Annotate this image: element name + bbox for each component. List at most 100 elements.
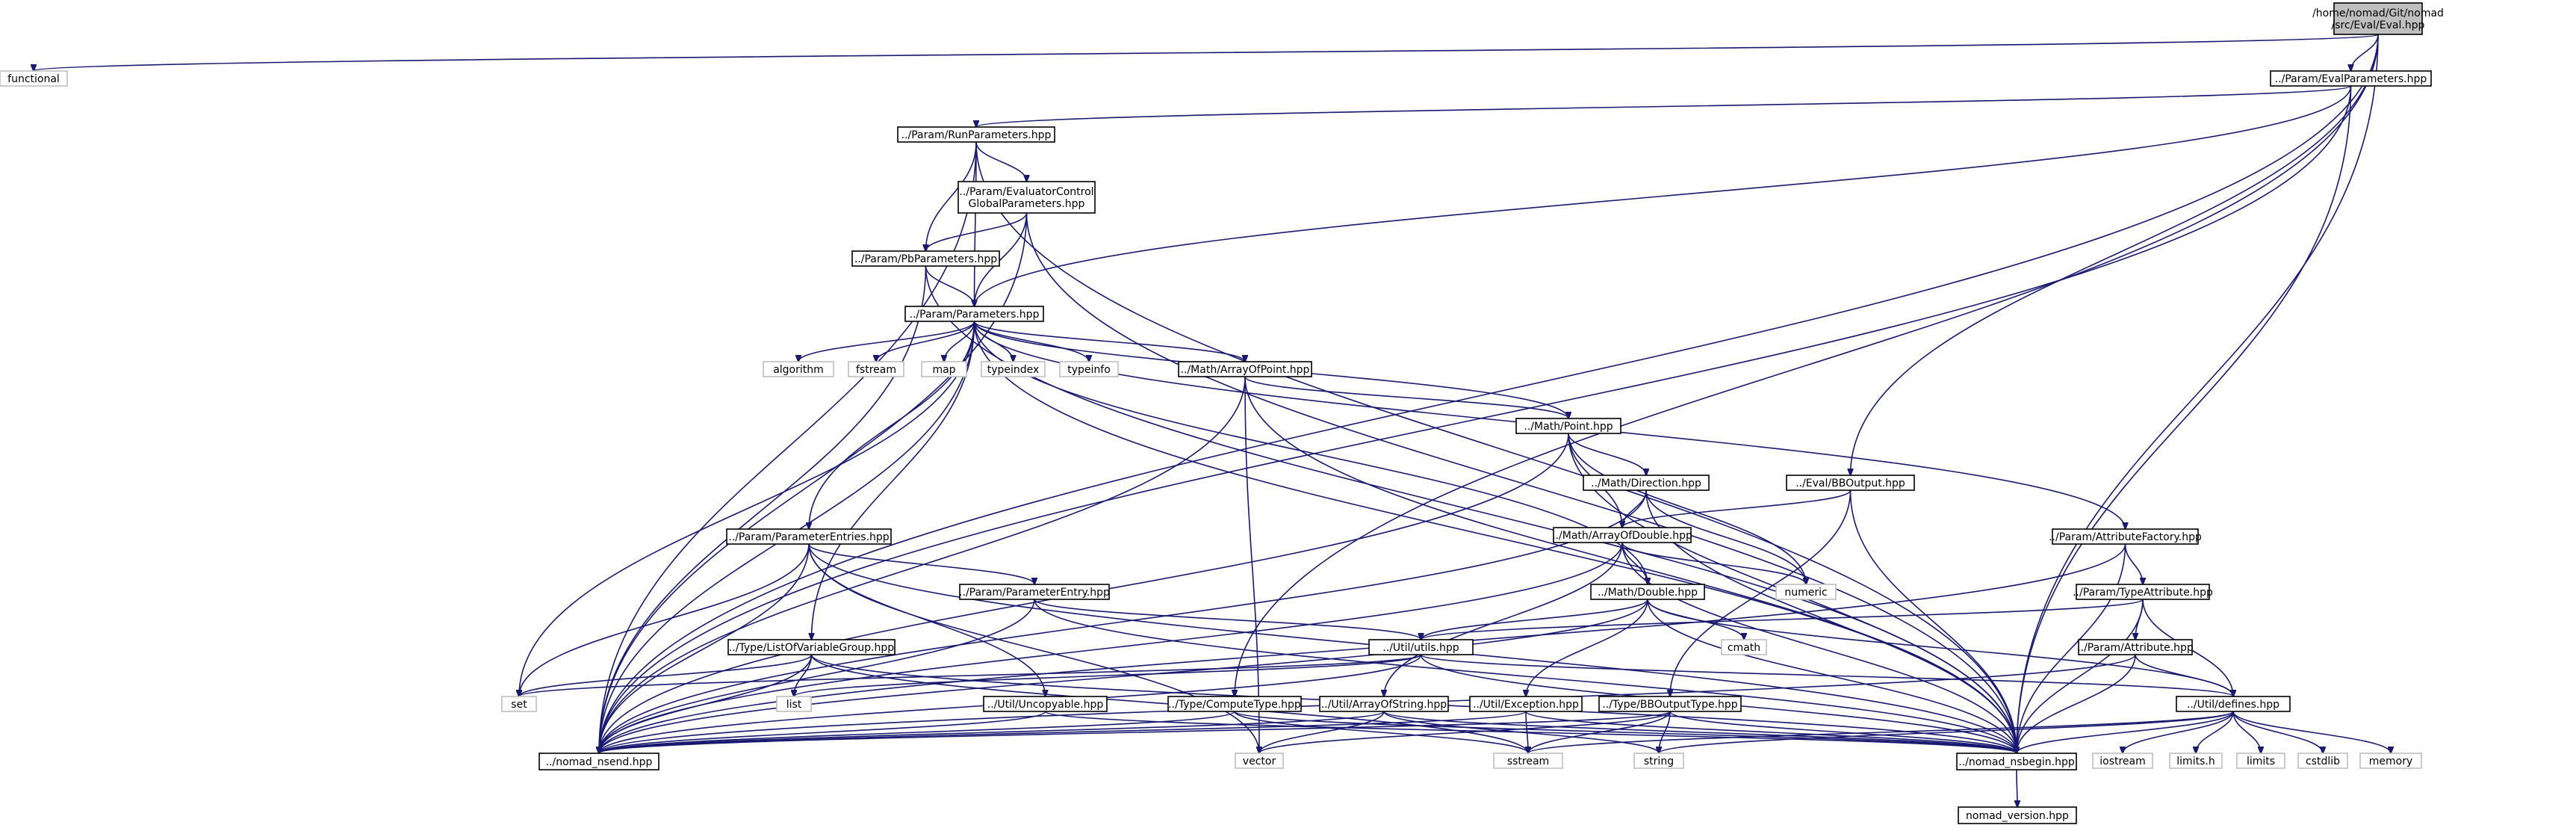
edge-arrayofpoint-to-nsend [599, 376, 1246, 753]
edge-bbouttype-to-nsend [599, 711, 1671, 753]
node-exception[interactable]: ../Util/Exception.hpp [1469, 696, 1583, 712]
node-numeric-box [1775, 584, 1837, 600]
node-arrayofpoint[interactable]: ../Math/ArrayOfPoint.hpp [1178, 361, 1312, 377]
edge-uncopyable-to-nsbegin [1044, 711, 2017, 753]
node-list: list [776, 696, 812, 712]
node-attribute[interactable]: ../Param/Attribute.hpp [2077, 639, 2194, 655]
edge-eval-to-computetype [1235, 34, 2379, 696]
edge-listofvar-to-nsend [599, 654, 813, 753]
node-utils[interactable]: ../Util/utils.hpp [1368, 639, 1474, 655]
edge-defines-to-memory [2232, 711, 2391, 753]
node-typeinfo-label-0: typeinfo [1067, 364, 1111, 376]
node-evalctrl[interactable]: ../Param/EvaluatorControlGlobalParameter… [958, 181, 1096, 214]
node-attribute-label-0: ../Param/Attribute.hpp [2077, 642, 2194, 654]
edge-runparams-to-nsbegin [975, 141, 2017, 753]
edge-utils-to-defines [1420, 654, 2234, 696]
node-eval[interactable]: /home/nomad/Git/nomad/src/Eval/Eval.hpp [2312, 2, 2444, 35]
node-evalparams-label-0: ../Param/EvalParameters.hpp [2275, 73, 2427, 85]
node-version[interactable]: nomad_version.hpp [1958, 806, 2077, 824]
edge-parameters-to-set [519, 321, 975, 696]
node-evalparams[interactable]: ../Param/EvalParameters.hpp [2270, 70, 2432, 87]
node-point[interactable]: ../Math/Point.hpp [1515, 418, 1621, 434]
node-functional: functional [0, 70, 68, 87]
node-typeindex-label-0: typeindex [987, 364, 1040, 376]
node-arrayofdouble[interactable]: ../Math/ArrayOfDouble.hpp [1552, 527, 1692, 543]
node-nsend[interactable]: ../nomad_nsend.hpp [539, 753, 659, 770]
edge-attrfactory-to-nsbegin [2017, 543, 2126, 753]
node-bboutput-box [1786, 475, 1915, 491]
node-string: string [1633, 753, 1684, 769]
node-direction[interactable]: ../Math/Direction.hpp [1583, 475, 1710, 491]
edge-attribute-to-defines [2135, 654, 2233, 696]
node-defines-label-0: ../Util/defines.hpp [2187, 699, 2279, 711]
node-vector-box [1235, 753, 1284, 769]
edge-arrayofdouble-to-numeric [1621, 542, 1806, 584]
node-exception-box [1469, 696, 1583, 712]
edge-bboutput-to-arrayofdouble [1622, 489, 1852, 528]
edge-evalctrl-to-nsbegin [1025, 212, 2017, 753]
edge-bboutput-to-nsbegin [1849, 489, 2017, 753]
node-computetype-label-0: ../Type/ComputeType.hpp [1168, 699, 1301, 711]
node-arrayofpoint-box [1178, 361, 1312, 377]
node-functional-label-0: functional [7, 73, 60, 85]
node-bboutput[interactable]: ../Eval/BBOutput.hpp [1786, 475, 1915, 491]
edge-bbouttype-to-vector [1259, 711, 1671, 753]
node-runparams[interactable]: ../Param/RunParameters.hpp [897, 126, 1055, 143]
edge-parameters-to-map [944, 321, 975, 362]
node-exception-label-0: ../Util/Exception.hpp [1473, 699, 1579, 711]
edge-bbouttype-to-nsbegin [1669, 711, 2017, 753]
node-bbouttype[interactable]: ../Type/BBOutputType.hpp [1598, 696, 1742, 712]
edge-eval-to-evalparams [2351, 34, 2379, 71]
edge-mdouble-to-exception [1526, 599, 1648, 696]
node-listofvar[interactable]: ../Type/ListOfVariableGroup.hpp [727, 639, 896, 655]
node-utils-label-0: ../Util/utils.hpp [1382, 642, 1459, 654]
edge-eval-to-bboutput [1851, 34, 2379, 475]
edge-typeattr-to-utils [1421, 599, 2144, 640]
edge-direction-to-numeric [1645, 489, 1806, 584]
node-algorithm-label-0: algorithm [773, 364, 824, 376]
edge-parameters-to-paramentries [809, 321, 975, 529]
node-string-box [1633, 753, 1684, 769]
node-paramentry[interactable]: ../Param/ParameterEntry.hpp [959, 584, 1110, 600]
node-defines[interactable]: ../Util/defines.hpp [2176, 696, 2291, 712]
node-evalctrl-label-0: ../Param/EvaluatorControl [959, 186, 1093, 198]
node-version-box [1958, 806, 2077, 824]
node-set-box [501, 696, 537, 712]
edge-point-to-numeric [1568, 433, 1806, 584]
node-mdouble[interactable]: ../Math/Double.hpp [1590, 584, 1705, 600]
node-defines-box [2176, 696, 2291, 712]
node-functional-box [0, 70, 68, 87]
node-parameters[interactable]: ../Param/Parameters.hpp [904, 306, 1044, 322]
node-list-label-0: list [786, 699, 802, 711]
edge-pbparams-to-parameters [925, 265, 975, 306]
edge-paramentries-to-set [519, 543, 810, 696]
edge-eval-to-nsend [599, 34, 2379, 753]
node-numeric: numeric [1775, 584, 1837, 600]
edge-arrayofstring-to-string [1383, 711, 1659, 753]
node-paramentries[interactable]: ../Param/ParameterEntries.hpp [726, 528, 892, 545]
node-attrfactory[interactable]: ../Param/AttributeFactory.hpp [2049, 528, 2202, 545]
node-evalparams-box [2270, 70, 2432, 87]
node-runparams-box [897, 126, 1055, 143]
node-cmath-label-0: cmath [1728, 642, 1760, 654]
node-nsbegin[interactable]: ../nomad_nsbegin.hpp [1956, 753, 2077, 770]
node-parameters-box [904, 306, 1044, 322]
node-version-label-0: nomad_version.hpp [1966, 810, 2069, 822]
node-arrayofstring[interactable]: ../Util/ArrayOfString.hpp [1319, 696, 1449, 712]
edge-utils-to-list [794, 654, 1422, 696]
node-nsbegin-box [1956, 753, 2077, 770]
node-iostream-box [2092, 753, 2153, 769]
node-computetype[interactable]: ../Type/ComputeType.hpp [1167, 696, 1302, 712]
edge-pbparams-to-nsend [599, 265, 927, 753]
edge-exception-to-nsbegin [1525, 711, 2017, 753]
edge-defines-to-cstdlib [2232, 711, 2323, 753]
node-list-box [776, 696, 812, 712]
node-limitsh-box [2169, 753, 2223, 769]
edge-runparams-to-pbparams [926, 141, 977, 251]
node-pbparams[interactable]: ../Param/PbParameters.hpp [851, 250, 1000, 267]
edge-attrfactory-to-typeattr [2124, 543, 2144, 584]
node-limits-box [2236, 753, 2285, 769]
node-uncopyable[interactable]: ../Util/Uncopyable.hpp [983, 696, 1108, 712]
edge-listofvar-to-list [794, 654, 813, 696]
node-typeattr[interactable]: ../Param/TypeAttribute.hpp [2073, 584, 2213, 600]
